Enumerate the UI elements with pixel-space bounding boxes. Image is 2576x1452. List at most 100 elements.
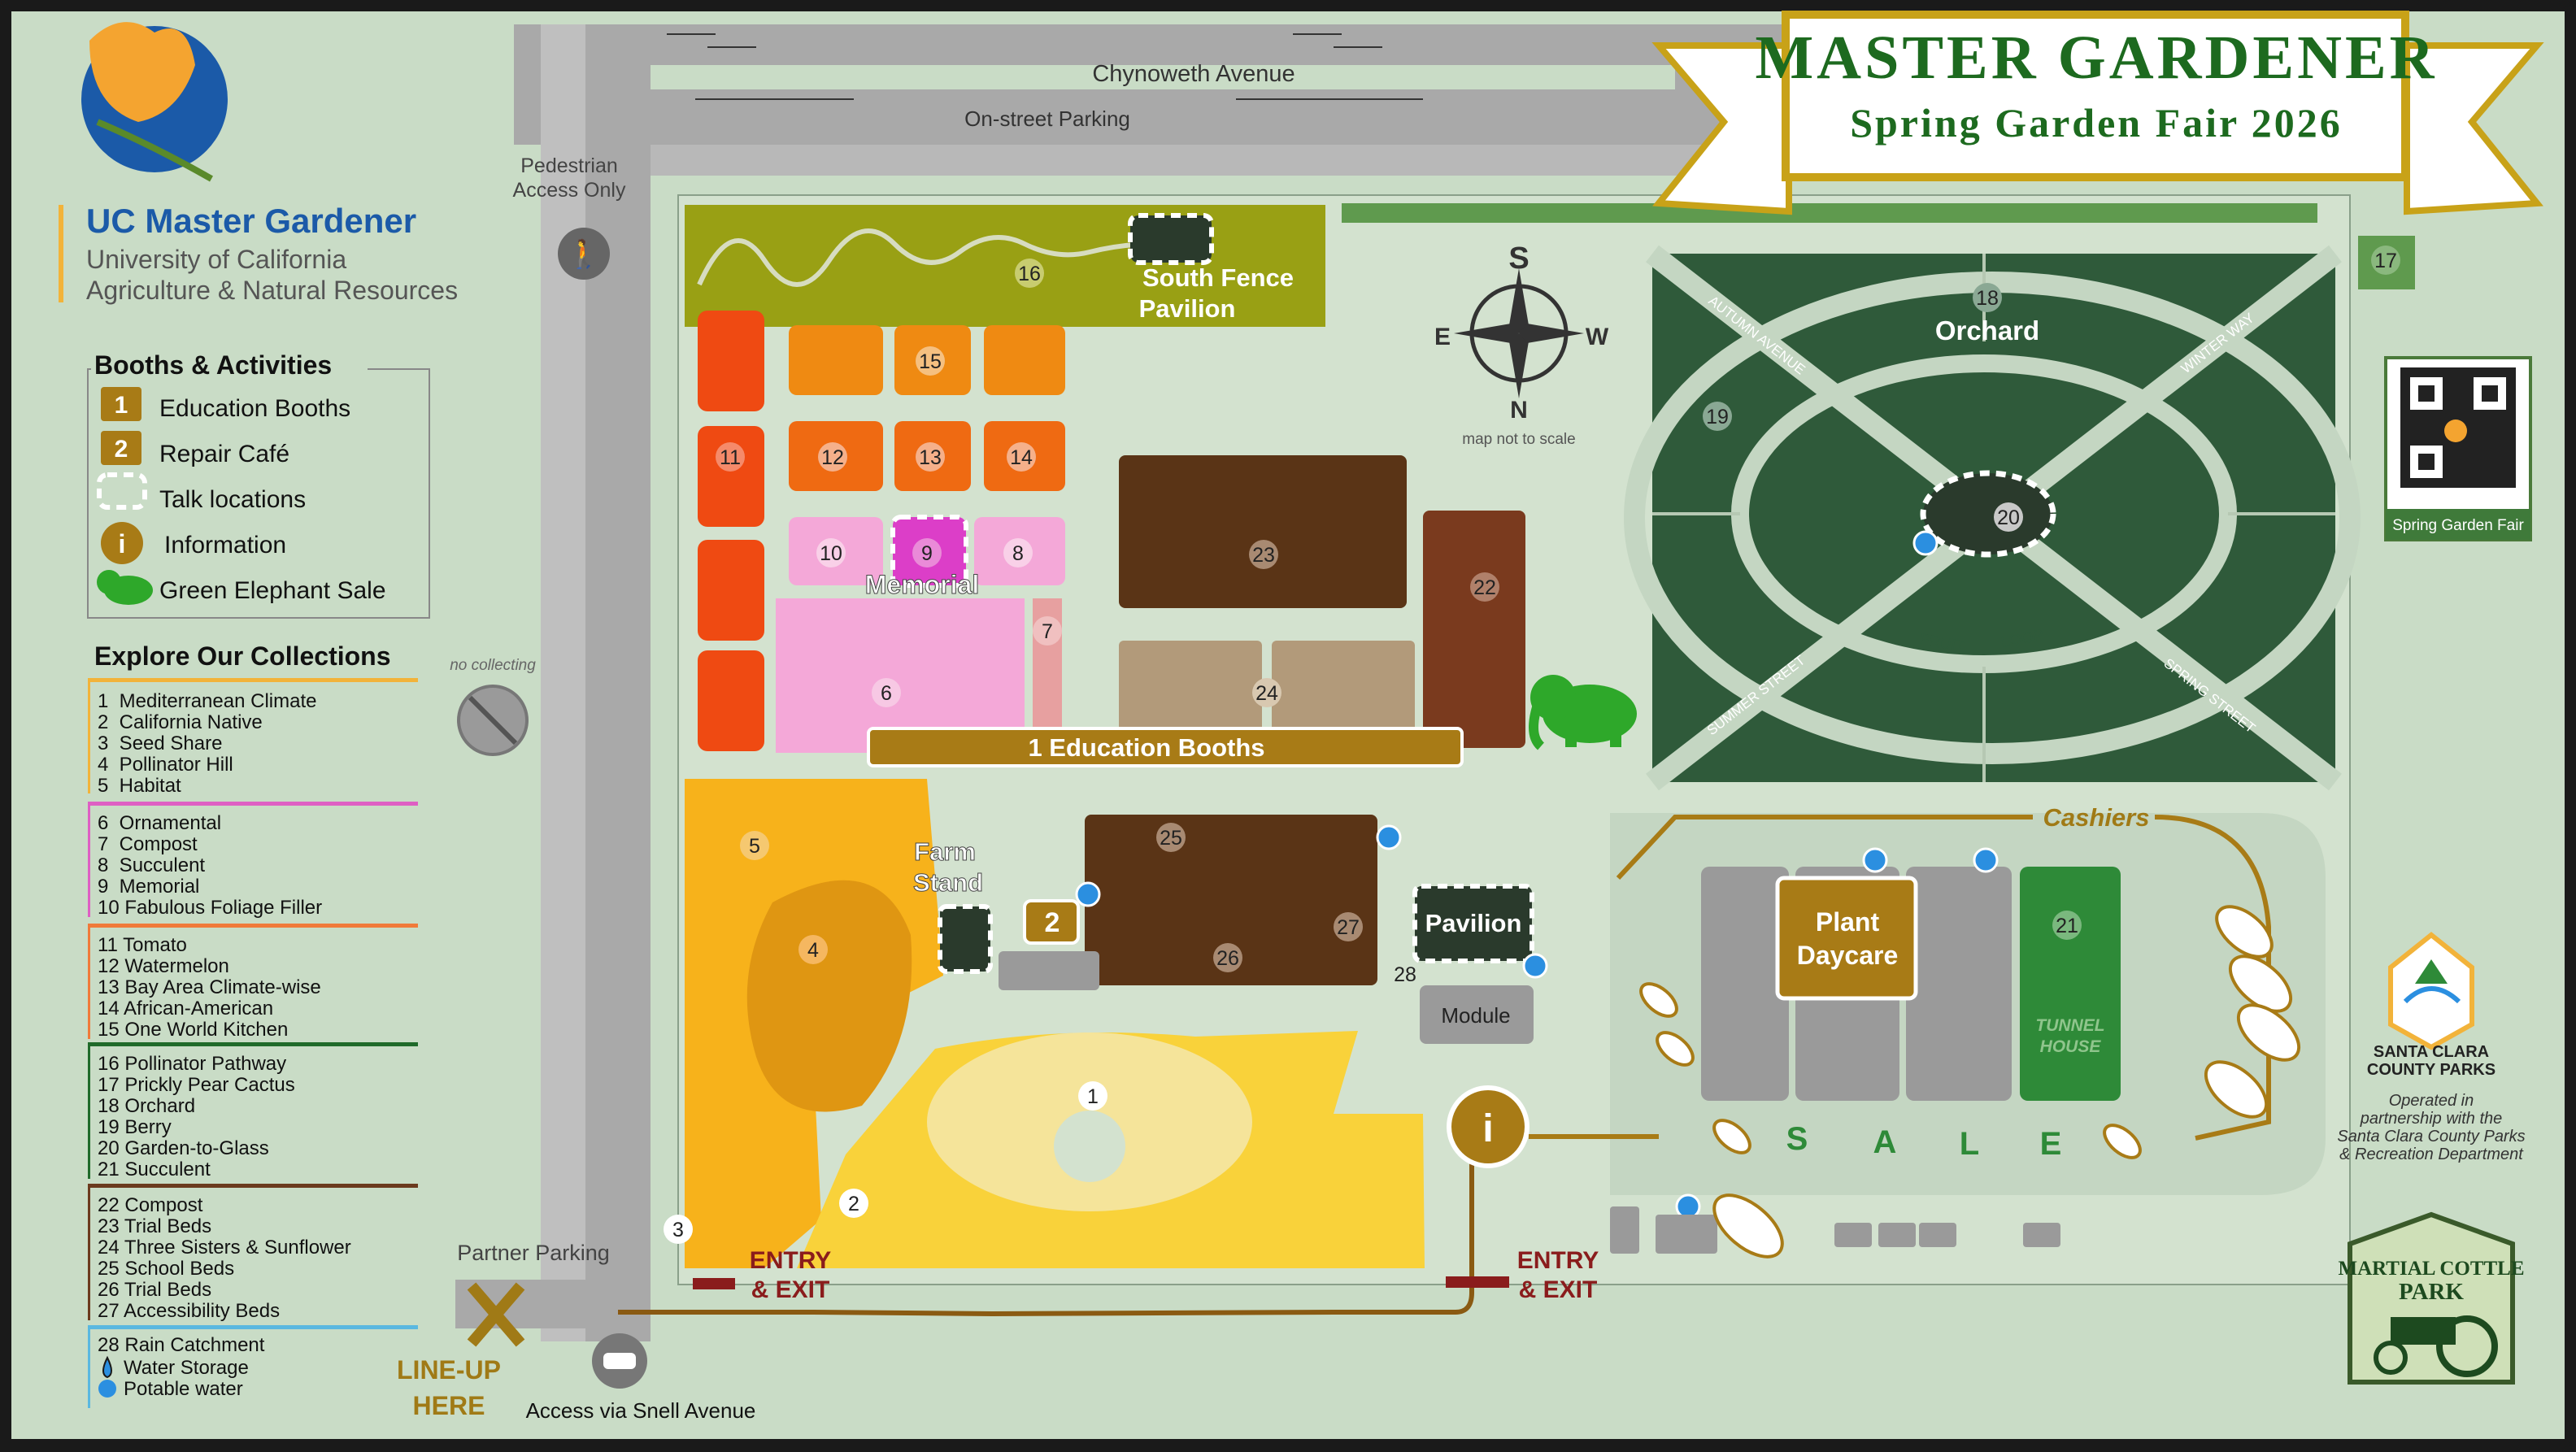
entry-path bbox=[618, 1310, 1334, 1317]
pollinator-hill bbox=[746, 880, 912, 1112]
north-hedge bbox=[1342, 203, 2317, 223]
entry-marker bbox=[1446, 1276, 1509, 1288]
collection-11: 11 Tomato bbox=[98, 934, 187, 956]
legend-info-label: Information bbox=[164, 532, 286, 559]
school-beds-25-26 bbox=[1085, 815, 1377, 985]
legend-repair-icon bbox=[101, 431, 141, 465]
repair-cafe-label: 2 bbox=[1045, 907, 1060, 938]
collection-19: 19 Berry bbox=[98, 1116, 172, 1138]
sale-letter: E bbox=[2040, 1126, 2062, 1162]
potable-water-icon bbox=[1912, 530, 1939, 556]
legend-talk-icon bbox=[97, 472, 147, 510]
svg-text:4: 4 bbox=[807, 939, 819, 962]
water-storage-icon bbox=[1862, 847, 1888, 873]
collection-24: 24 Three Sisters & Sunflower bbox=[98, 1237, 351, 1259]
svg-text:21: 21 bbox=[2056, 915, 2078, 937]
collection-16: 16 Pollinator Pathway bbox=[98, 1053, 286, 1075]
pedestrian-label-2: Access Only bbox=[513, 179, 626, 202]
information-symbol: i bbox=[1482, 1107, 1493, 1150]
farm-stand-label-1: Farm bbox=[914, 837, 976, 866]
marker-28: 28 bbox=[1390, 959, 1420, 989]
shed bbox=[1878, 1223, 1916, 1247]
collection-26: 26 Trial Beds bbox=[98, 1279, 211, 1301]
talk-location-south-fence bbox=[1128, 213, 1214, 265]
pollinator-pathway bbox=[685, 205, 1325, 327]
collection-7: 7 Compost bbox=[98, 833, 198, 855]
shed bbox=[1656, 1215, 1717, 1254]
no-collecting-label: no collecting bbox=[450, 657, 536, 674]
collections-legend: Explore Our Collections 1 Mediterranean … bbox=[88, 641, 418, 1408]
leaf-icon bbox=[2204, 1060, 2269, 1119]
qr-label: Spring Garden Fair bbox=[2392, 517, 2524, 534]
svg-text:6: 6 bbox=[881, 682, 892, 705]
county-note-3: Santa Clara County Parks bbox=[2337, 1128, 2525, 1146]
leaf-icon bbox=[2215, 905, 2274, 959]
svg-text:23: 23 bbox=[1252, 544, 1275, 567]
three-sisters-bed-b bbox=[1272, 641, 1415, 733]
shed bbox=[1610, 1206, 1639, 1254]
shed bbox=[1834, 1223, 1872, 1247]
leaf-icon bbox=[1712, 1119, 1751, 1154]
county-note-2: partnership with the bbox=[2360, 1110, 2503, 1128]
marker-13: 13 bbox=[916, 442, 945, 472]
svg-text:24: 24 bbox=[1255, 682, 1278, 705]
compass-n: N bbox=[1510, 397, 1528, 424]
svg-text:10: 10 bbox=[820, 542, 842, 565]
marker-16: 16 bbox=[1015, 259, 1044, 288]
svg-text:12: 12 bbox=[821, 446, 844, 469]
south-fence-label-1: South Fence bbox=[1142, 263, 1294, 292]
sale-letters: S A L E bbox=[1786, 1121, 2062, 1162]
svg-text:17: 17 bbox=[2374, 250, 2397, 272]
park-name-2: PARK bbox=[2399, 1279, 2464, 1305]
shed bbox=[1919, 1223, 1956, 1247]
collection-2: 2 California Native bbox=[98, 711, 263, 733]
svg-text:20: 20 bbox=[1997, 506, 2020, 529]
collection-17: 17 Prickly Pear Cactus bbox=[98, 1074, 295, 1096]
chynoweth-label: Chynoweth Avenue bbox=[1092, 61, 1295, 87]
collection-23: 23 Trial Beds bbox=[98, 1215, 211, 1237]
svg-text:15: 15 bbox=[919, 350, 942, 373]
collection-5: 5 Habitat bbox=[98, 775, 181, 797]
svg-text:3: 3 bbox=[672, 1219, 684, 1241]
farm-stand-label-2: Stand bbox=[913, 868, 983, 897]
svg-text:19: 19 bbox=[1706, 406, 1729, 428]
pedestrian-label-1: Pedestrian bbox=[520, 154, 618, 177]
cashiers-label: Cashiers bbox=[2043, 803, 2150, 832]
plant-daycare-label-1: Plant bbox=[1816, 907, 1880, 937]
compass: S E W N map not to scale bbox=[1434, 241, 1609, 448]
marker-23: 23 bbox=[1249, 540, 1278, 569]
svg-text:26: 26 bbox=[1216, 947, 1239, 970]
org-line-2: University of California bbox=[86, 245, 346, 274]
marker-8: 8 bbox=[1003, 538, 1033, 567]
park-name-1: MARTIAL COTTLE bbox=[2338, 1258, 2524, 1280]
svg-text:8: 8 bbox=[1012, 542, 1024, 565]
trial-beds-23 bbox=[1119, 455, 1407, 608]
svg-text:🚶: 🚶 bbox=[567, 238, 601, 270]
tractor-icon bbox=[2436, 1315, 2498, 1377]
county-parks-logo bbox=[2388, 932, 2474, 1050]
leaf-icon bbox=[2103, 1124, 2142, 1159]
title-line-1: MASTER GARDENER bbox=[1755, 24, 2437, 92]
information-booth-icon bbox=[1447, 1085, 1530, 1168]
collection-25: 25 School Beds bbox=[98, 1258, 234, 1280]
education-booths-banner bbox=[867, 727, 1464, 767]
shed bbox=[2023, 1223, 2060, 1247]
marker-21: 21 bbox=[2052, 911, 2082, 940]
marker-12: 12 bbox=[818, 442, 847, 472]
tunnel-house bbox=[2020, 867, 2121, 1101]
marker-11: 11 bbox=[716, 442, 745, 472]
talk-location-20 bbox=[1920, 470, 2056, 558]
road-median bbox=[651, 65, 1675, 89]
water-storage-legend-icon bbox=[102, 1355, 112, 1379]
svg-text:18: 18 bbox=[1976, 287, 1999, 310]
collection-27: 27 Accessibility Beds bbox=[98, 1300, 280, 1322]
potable-water-legend-icon bbox=[98, 1380, 116, 1398]
marker-9: 9 bbox=[912, 538, 942, 567]
collection-13: 13 Bay Area Climate-wise bbox=[98, 976, 321, 998]
martial-cottle-logo: MARTIAL COTTLE PARK bbox=[2338, 1211, 2525, 1385]
legend-education-label: Education Booths bbox=[159, 395, 350, 422]
poppy-icon bbox=[89, 22, 195, 123]
title-banner: MASTER GARDENER Spring Garden Fair 2026 bbox=[1651, 11, 2544, 215]
pedestrian-icon bbox=[558, 228, 610, 280]
svg-text:22: 22 bbox=[1473, 576, 1496, 599]
